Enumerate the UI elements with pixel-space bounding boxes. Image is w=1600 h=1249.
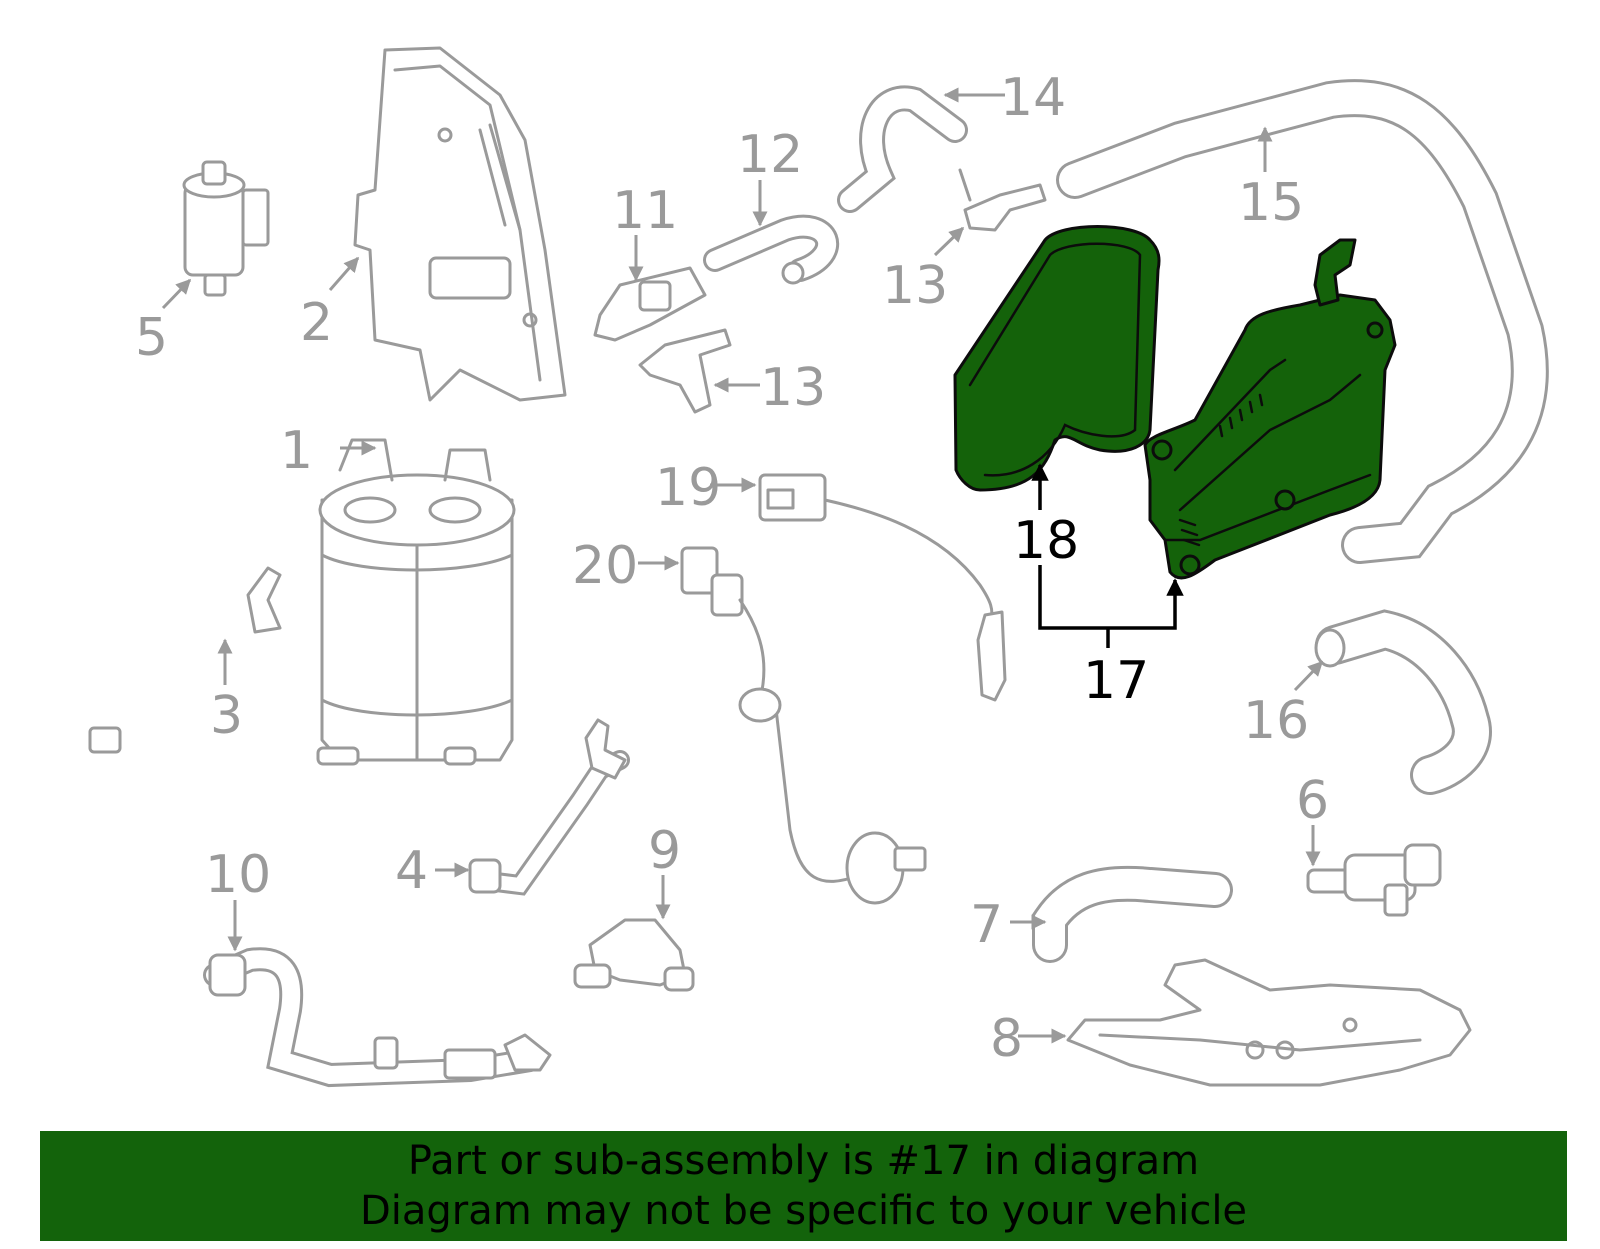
leader-lines-highlighted xyxy=(1031,463,1184,648)
part-15-hose[interactable] xyxy=(1056,79,1549,564)
part-3-hose[interactable] xyxy=(65,566,282,754)
banner-line-1: Part or sub-assembly is #17 in diagram xyxy=(407,1138,1200,1184)
callout-7: 7 xyxy=(970,895,1003,955)
callout-18: 18 xyxy=(1013,511,1079,571)
callout-12: 12 xyxy=(737,125,803,185)
part-17-oil-separator[interactable] xyxy=(1143,238,1397,580)
part-12-hose[interactable] xyxy=(703,214,839,285)
part-13-sensor-right[interactable] xyxy=(958,168,1047,232)
parts-diagram: 1 2 3 4 5 6 7 8 9 10 11 12 13 13 14 15 1… xyxy=(65,46,1549,1088)
callout-3: 3 xyxy=(210,686,243,746)
part-2-heat-shield[interactable] xyxy=(353,46,567,402)
part-6-check-valve[interactable] xyxy=(1306,843,1442,917)
callout-17: 17 xyxy=(1083,651,1149,711)
part-8-heat-shield[interactable] xyxy=(1066,958,1472,1087)
part-9-valve[interactable] xyxy=(573,918,695,992)
banner-line-2: Diagram may not be specific to your vehi… xyxy=(359,1188,1248,1234)
callout-16: 16 xyxy=(1243,691,1309,751)
part-7-hose[interactable] xyxy=(1032,865,1233,963)
callout-1: 1 xyxy=(280,421,313,481)
callout-10: 10 xyxy=(205,845,271,905)
leader-lines xyxy=(161,87,1324,1044)
part-4-hose[interactable] xyxy=(468,718,630,896)
part-18-gasket[interactable] xyxy=(953,225,1161,492)
callout-9: 9 xyxy=(648,821,681,881)
part-14-hose[interactable] xyxy=(837,85,968,213)
part-10-hose[interactable] xyxy=(203,947,552,1088)
callout-6: 6 xyxy=(1296,771,1329,831)
part-20-oxygen-sensor[interactable] xyxy=(680,546,927,905)
callout-labels: 1 2 3 4 5 6 7 8 9 10 11 12 13 13 14 15 1… xyxy=(135,68,1329,1069)
part-16-hose[interactable] xyxy=(1314,609,1492,795)
part-5-purge-valve[interactable] xyxy=(182,160,270,297)
part-13-sensor-left[interactable] xyxy=(638,328,732,414)
callout-14: 14 xyxy=(1000,68,1066,128)
callout-2: 2 xyxy=(300,293,333,353)
part-11-connector[interactable] xyxy=(593,266,707,342)
callout-15: 15 xyxy=(1238,173,1304,233)
callout-19: 19 xyxy=(655,458,721,518)
callout-13-right: 13 xyxy=(882,256,948,316)
callout-20: 20 xyxy=(572,536,638,596)
callout-5: 5 xyxy=(135,308,168,368)
part-1-vapor-canister[interactable] xyxy=(316,438,516,766)
callout-11: 11 xyxy=(612,181,678,241)
callout-4: 4 xyxy=(395,841,428,901)
callout-8: 8 xyxy=(990,1009,1023,1069)
part-19-oxygen-sensor[interactable] xyxy=(758,473,1007,702)
info-banner: Part or sub-assembly is #17 in diagram D… xyxy=(40,1131,1567,1241)
callout-13-left: 13 xyxy=(760,358,826,418)
